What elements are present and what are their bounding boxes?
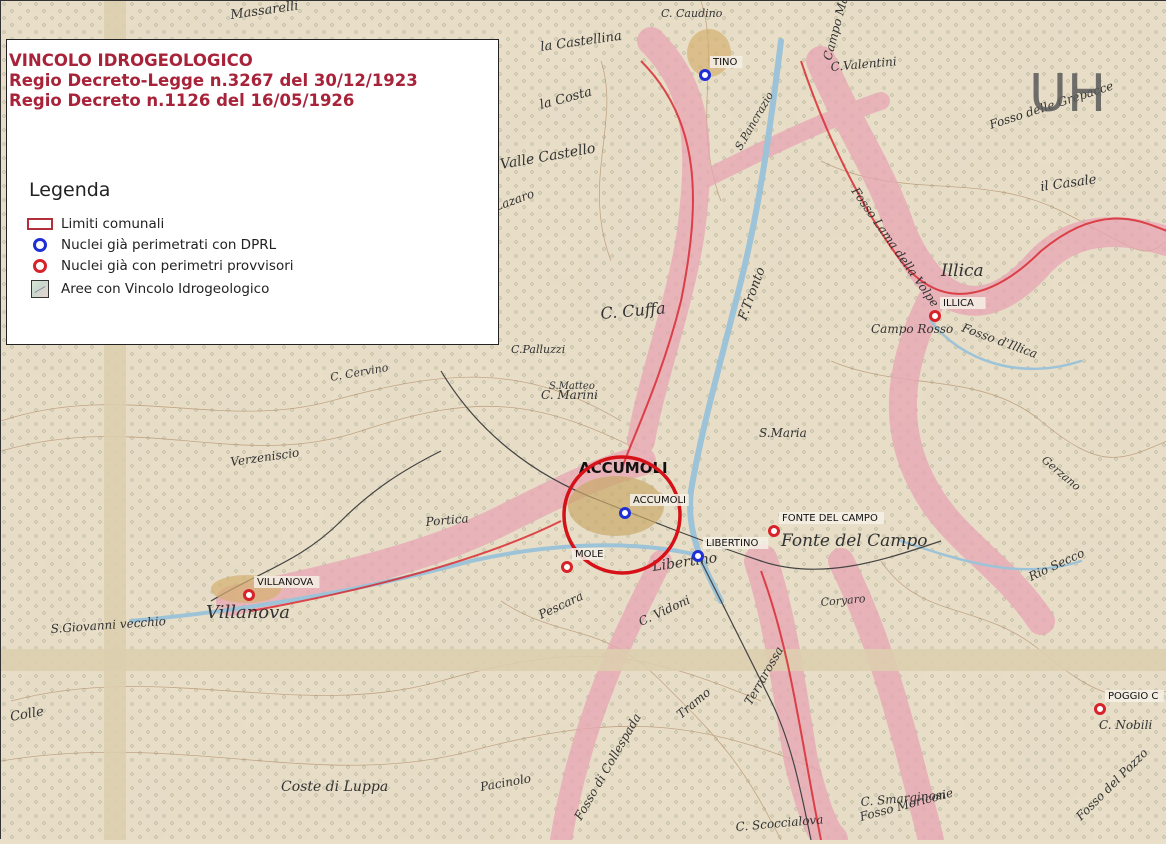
place-dot-icon — [561, 561, 573, 573]
highlight-circle — [562, 455, 682, 575]
place-marker-villanova[interactable]: VILLANOVA — [243, 576, 320, 601]
legend-item-label: Aree con Vincolo Idrogeologico — [61, 281, 270, 297]
place-label-halo — [1105, 690, 1164, 702]
legend-heading: Legenda — [29, 179, 111, 201]
base-map-label: Illica — [940, 261, 984, 281]
place-dot-icon — [619, 507, 631, 519]
legend-item-label: Nuclei già perimetrati con DPRL — [61, 237, 277, 253]
grid-band-horizontal — [1, 649, 1166, 671]
built-area-accumoli — [568, 476, 664, 536]
built-area-tino — [687, 29, 731, 77]
place-label: LIBERTINO — [706, 538, 758, 549]
place-dot-icon — [768, 525, 780, 537]
place-label: ILLICA — [943, 298, 974, 309]
vincolo-band-ridge — [692, 92, 890, 190]
base-map-label: Fonte del Campo — [780, 531, 928, 551]
base-map-label: Coryaro — [820, 592, 866, 609]
base-map-label: Portica — [424, 511, 469, 529]
place-label: FONTE DEL CAMPO — [782, 513, 878, 524]
place-marker-tino[interactable]: TINO — [699, 56, 743, 81]
place-label-halo — [710, 56, 743, 68]
area-swatch-icon — [25, 280, 55, 298]
place-label-halo — [572, 548, 605, 560]
legend-panel: VINCOLO IDROGEOLOGICO Regio Decreto-Legg… — [6, 39, 499, 345]
place-marker-libertino[interactable]: LIBERTINO — [692, 537, 769, 562]
base-map-label: C. Marini — [541, 388, 598, 402]
red-dot-icon — [25, 259, 55, 273]
place-label: ACCUMOLI — [633, 495, 686, 506]
boundary-symbol-icon — [25, 218, 55, 230]
place-label-halo — [254, 576, 320, 588]
river-pescara — [129, 543, 703, 623]
base-map-label: C.Valentini — [830, 54, 897, 74]
place-dot-icon — [692, 550, 704, 562]
place-dot-icon — [699, 69, 711, 81]
legend-title-line-3: Regio Decreto n.1126 del 16/05/1926 — [9, 91, 355, 110]
place-marker-mole[interactable]: MOLE — [561, 548, 605, 573]
communal-boundaries — [250, 60, 1166, 841]
place-label-halo — [779, 512, 884, 524]
base-map-label: C. Nobili — [1099, 718, 1152, 732]
place-marker-accumoli[interactable]: ACCUMOLI — [619, 494, 689, 519]
place-dot-icon — [929, 310, 941, 322]
place-label: VILLANOVA — [257, 577, 313, 588]
sheet-label: UH — [1029, 64, 1106, 124]
place-dot-icon — [1094, 703, 1106, 715]
legend-item-label: Limiti comunali — [61, 216, 165, 232]
place-label-halo — [940, 297, 986, 309]
base-map-label: Coste di Luppa — [281, 779, 388, 795]
rivers — [129, 38, 1083, 623]
base-map-label: C.Palluzzi — [511, 343, 565, 356]
place-label: TINO — [712, 57, 738, 68]
stream-rio-secco — [899, 539, 1083, 571]
place-markers: TINO ILLICA ACCUMOLI LIBERTINO MOLE FONTE DEL… — [243, 56, 1164, 715]
vincolo-band-southeast — [828, 548, 944, 844]
vincolo-band-illica — [888, 287, 1055, 635]
place-marker-illica[interactable]: ILLICA — [929, 297, 986, 322]
stream-illica — [929, 319, 1083, 371]
place-dot-icon — [243, 589, 255, 601]
legend-item-nuclei-dprl: Nuclei già perimetrati con DPRL — [25, 237, 276, 253]
vincolo-band-valley — [550, 550, 672, 844]
place-label: MOLE — [575, 549, 603, 560]
vincolo-band-east — [806, 46, 1166, 316]
place-label-halo — [703, 537, 769, 549]
place-label-halo — [630, 494, 689, 506]
river-tronto — [687, 38, 784, 604]
place-marker-poggio-c[interactable]: POGGIO C — [1094, 690, 1164, 715]
base-map-label: Villanova — [206, 602, 290, 623]
base-map-label: Colle — [9, 704, 45, 725]
legend-item-nuclei-provvisori: Nuclei già con perimetri provvisori — [25, 258, 294, 274]
legend-title-line-2: Regio Decreto-Legge n.3267 del 30/12/192… — [9, 71, 418, 90]
base-map-label: C. Caudino — [661, 7, 723, 20]
base-map-label: S.Matteo — [549, 381, 595, 392]
place-label: POGGIO C — [1108, 691, 1158, 702]
blue-dot-icon — [25, 238, 55, 252]
base-map-label: S.Maria — [759, 426, 807, 440]
place-marker-fonte-del-campo[interactable]: FONTE DEL CAMPO — [768, 512, 885, 537]
legend-item-aree-vincolo: Aree con Vincolo Idrogeologico — [25, 280, 269, 298]
legend-item-label: Nuclei già con perimetri provvisori — [61, 258, 294, 274]
legend-item-limiti-comunali: Limiti comunali — [25, 216, 164, 232]
legend-title-line-1: VINCOLO IDROGEOLOGICO — [9, 51, 253, 70]
base-map-label: Campo Rosso — [871, 322, 953, 336]
